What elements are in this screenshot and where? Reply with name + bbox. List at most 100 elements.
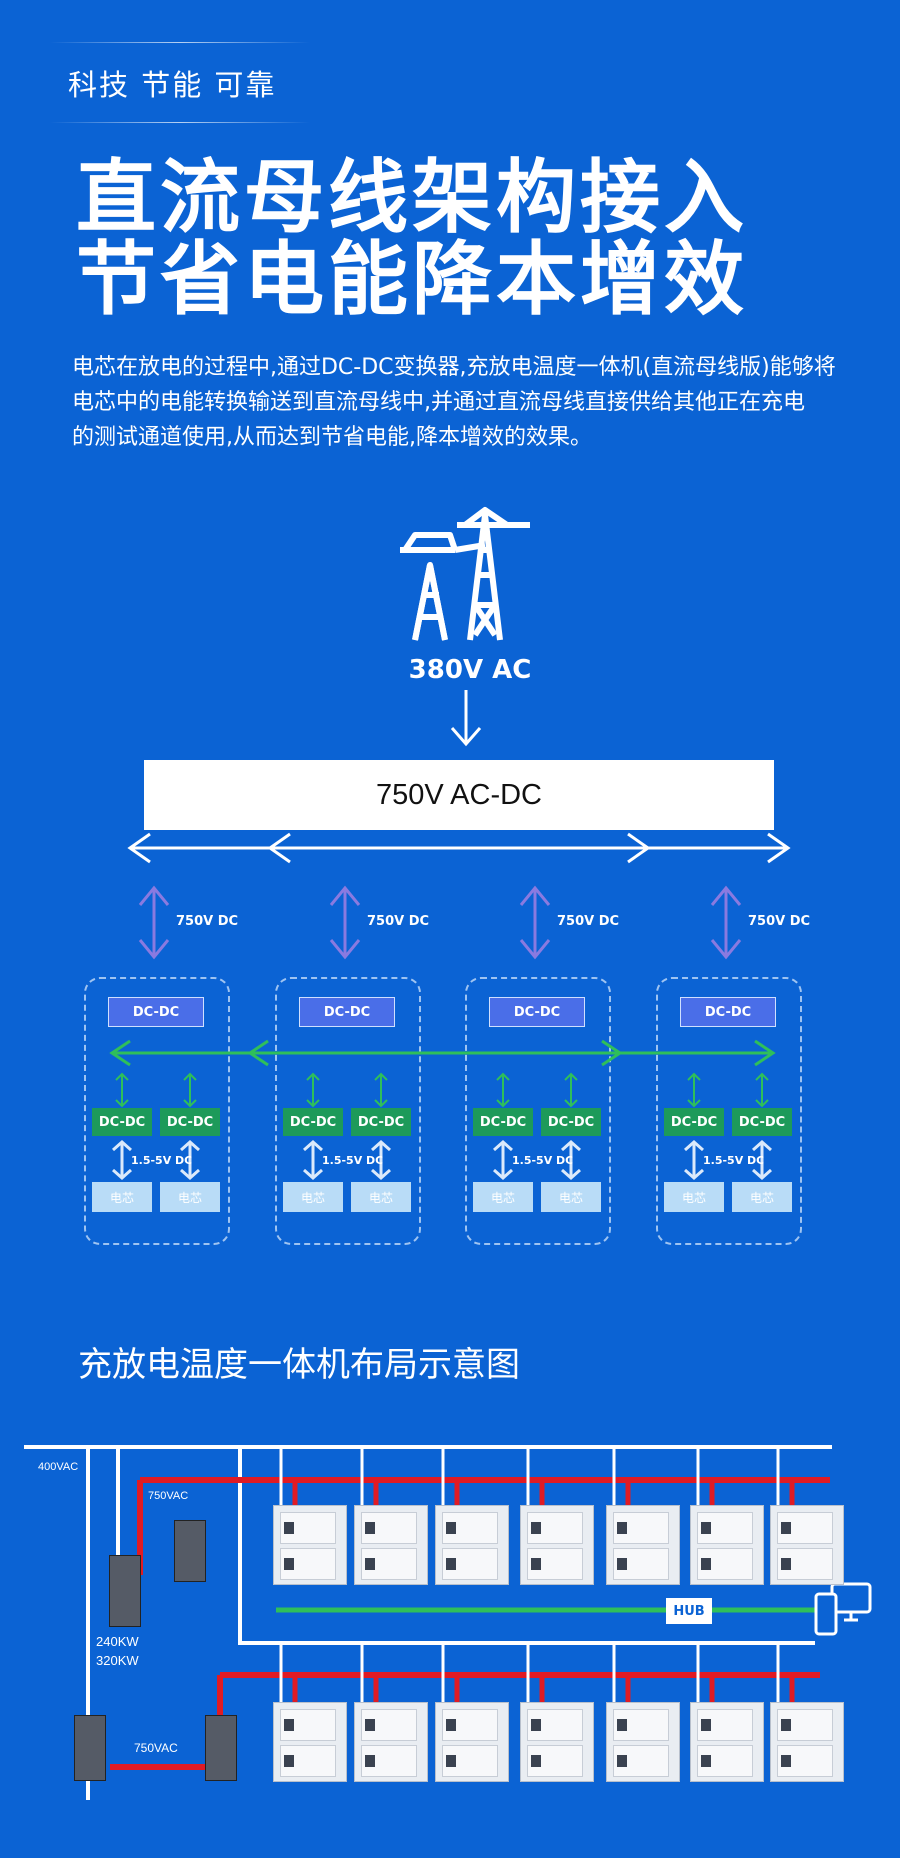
white-double-arrow-icon [371,1140,391,1180]
chamber-window [781,1719,791,1731]
low-voltage-label: 1.5-5V DC [703,1154,765,1167]
dcdc-channel-module: DC-DC [351,1108,411,1136]
green-double-arrow-icon [496,1072,510,1108]
tagline: 科技 节能 可靠 [68,68,277,102]
chamber-door [442,1745,498,1777]
dcdc-bus-module: DC-DC [299,997,395,1027]
bus-voltage-label: 750V DC [557,914,620,929]
chamber-door [697,1512,753,1544]
input-voltage-label: 380V AC [408,655,532,685]
power-cabinet-rack-bottom [74,1715,106,1781]
chamber-door [697,1709,753,1741]
dcdc-channel-module: DC-DC [160,1108,220,1136]
bidirectional-converter-rack [174,1520,206,1582]
climate-chamber [435,1505,509,1585]
acdc-converter-box: 750V AC-DC [144,760,774,830]
white-double-arrow-icon [303,1140,323,1180]
bus-voltage-label: 750V DC [367,914,430,929]
bus-voltage-label: 750V DC [748,914,811,929]
white-double-arrow-icon [752,1140,772,1180]
chamber-window [446,1755,456,1767]
dcdc-channel-module: DC-DC [732,1108,792,1136]
dcdc-channel-module: DC-DC [664,1108,724,1136]
chamber-window [284,1522,294,1534]
label-750vac-top: 750VAC [148,1490,189,1502]
chamber-window [617,1755,627,1767]
chamber-window [365,1522,375,1534]
dc-bus-arrow [127,832,791,864]
chamber-window [531,1719,541,1731]
climate-chamber [690,1702,764,1782]
battery-cell: 电芯 [732,1182,792,1212]
chamber-door [613,1745,669,1777]
low-voltage-label: 1.5-5V DC [131,1154,193,1167]
chamber-window [446,1558,456,1570]
tagline-top-line [50,42,310,43]
white-double-arrow-icon [561,1140,581,1180]
power-tower-icon [400,507,530,641]
battery-cell: 电芯 [664,1182,724,1212]
low-voltage-label: 1.5-5V DC [322,1154,384,1167]
green-double-arrow-icon [687,1072,701,1108]
climate-chamber [435,1702,509,1782]
layout-schematic [24,1445,832,1800]
climate-chamber [690,1505,764,1585]
label-750vac-bottom: 750VAC [134,1741,178,1755]
white-double-arrow-icon [180,1140,200,1180]
battery-cell: 电芯 [541,1182,601,1212]
battery-cell: 电芯 [160,1182,220,1212]
chamber-window [284,1558,294,1570]
chamber-window [531,1558,541,1570]
green-double-arrow-icon [183,1072,197,1108]
battery-cell: 电芯 [92,1182,152,1212]
bus-double-arrow-icon [138,885,170,960]
dcdc-channel-module: DC-DC [92,1108,152,1136]
dcdc-bus-module: DC-DC [489,997,585,1027]
description-line-2: 电芯中的电能转换输送到直流母线中,并通过直流母线直接供给其他正在充电 [72,390,805,415]
green-double-arrow-icon [564,1072,578,1108]
green-double-arrow-icon [374,1072,388,1108]
charger-unit [275,977,421,1245]
power-rating-1: 240KW [96,1634,139,1649]
bus-double-arrow-icon [710,885,742,960]
dcdc-channel-module: DC-DC [473,1108,533,1136]
chamber-window [701,1558,711,1570]
description-line-3: 的测试通道使用,从而达到节省电能,降本增效的效果。 [72,425,592,450]
climate-chamber [606,1505,680,1585]
climate-chamber [273,1505,347,1585]
battery-cell: 电芯 [473,1182,533,1212]
chamber-window [781,1755,791,1767]
bus-voltage-label: 750V DC [176,914,239,929]
dcdc-channel-module: DC-DC [541,1108,601,1136]
tagline-bottom-line [50,122,310,123]
chamber-window [701,1522,711,1534]
charger-unit [465,977,611,1245]
chamber-window [284,1719,294,1731]
dcdc-bus-module: DC-DC [108,997,204,1027]
chamber-window [781,1558,791,1570]
headline-line-2: 节省电能降本增效 [76,233,748,326]
chamber-window [365,1755,375,1767]
hub-box: HUB [666,1598,712,1624]
chamber-window [446,1719,456,1731]
climate-chamber [354,1505,428,1585]
converter-rack-bottom [205,1715,237,1781]
climate-chamber [606,1702,680,1782]
green-double-arrow-icon [306,1072,320,1108]
chamber-window [701,1719,711,1731]
chamber-window [617,1558,627,1570]
white-double-arrow-icon [493,1140,513,1180]
bus-double-arrow-icon [329,885,361,960]
green-double-arrow-icon [755,1072,769,1108]
climate-chamber [520,1702,594,1782]
headline-line-1: 直流母线架构接入 [76,151,748,244]
chamber-window [617,1522,627,1534]
power-cabinet-rack [109,1555,141,1627]
white-double-arrow-icon [684,1140,704,1180]
chamber-window [365,1558,375,1570]
charger-unit [656,977,802,1245]
dcdc-bus-module: DC-DC [680,997,776,1027]
chamber-window [701,1755,711,1767]
chamber-door [361,1745,417,1777]
climate-chamber [770,1505,844,1585]
